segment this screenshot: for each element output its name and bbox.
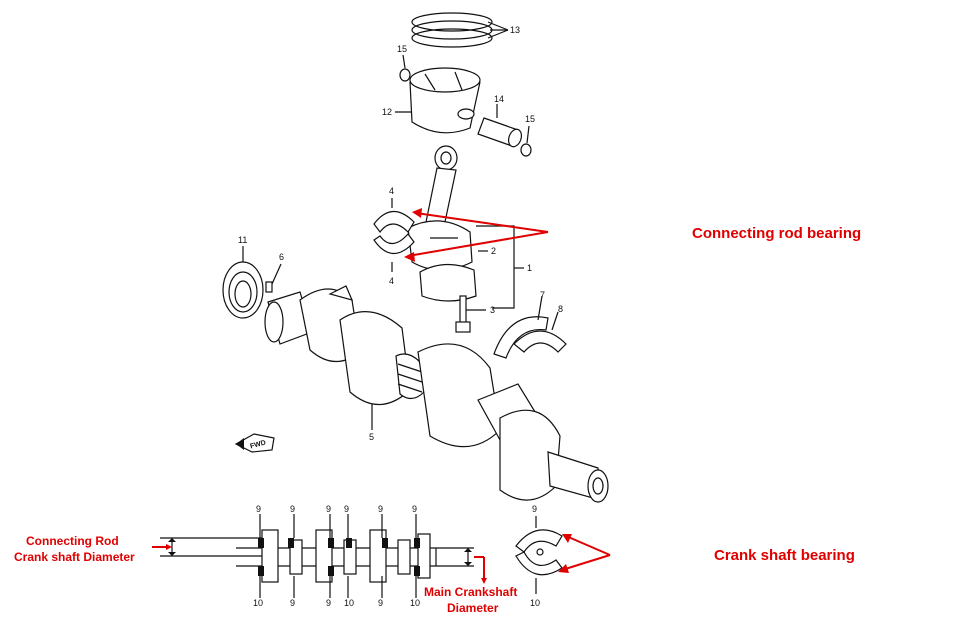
fwd-arrow-icon	[234, 433, 275, 453]
main-bearings-bottom	[258, 566, 420, 576]
circlip-left	[399, 68, 411, 82]
connecting-rod-bearing-label: Connecting rod bearing	[692, 225, 861, 242]
crank-shaft-bearing	[515, 529, 563, 576]
part-number-9-a: 9	[256, 504, 261, 514]
part-number-9-c: 9	[326, 504, 331, 514]
piston-pin	[477, 104, 523, 148]
crank-bearing-8	[513, 330, 567, 353]
part-number-4-bottom: 4	[389, 276, 394, 286]
part-number-9-bearing: 9	[532, 504, 537, 514]
main-bearings-top	[258, 538, 420, 548]
rod-diameter-label-line1: Connecting Rod	[26, 534, 119, 548]
connecting-rod	[407, 145, 477, 302]
part-number-14: 14	[494, 94, 504, 104]
part-number-9-i: 9	[378, 598, 383, 608]
part-number-5: 5	[369, 432, 374, 442]
crankshaft-profile	[236, 529, 437, 583]
part-number-10-bearing: 10	[530, 598, 540, 608]
part-number-9-e: 9	[378, 504, 383, 514]
part-number-10-c: 10	[410, 598, 420, 608]
part-number-11: 11	[238, 235, 247, 245]
fwd-label: FWD	[249, 440, 266, 451]
part-number-15-left: 15	[397, 44, 407, 54]
part-number-8: 8	[558, 304, 563, 314]
piston	[395, 67, 481, 134]
connecting-rod-bearing-arrows	[404, 208, 549, 262]
part-number-2: 2	[491, 246, 496, 256]
part-number-9-d: 9	[344, 504, 349, 514]
part-number-9-g: 9	[290, 598, 295, 608]
part-number-12: 12	[382, 107, 392, 117]
rod-diameter-label-line2: Crank shaft Diameter	[14, 550, 135, 564]
part-number-9-f: 9	[412, 504, 417, 514]
part-number-9-h: 9	[326, 598, 331, 608]
connecting-rod-bearing-upper	[373, 210, 415, 233]
part-number-7: 7	[540, 290, 545, 300]
part-number-4-top: 4	[389, 186, 394, 196]
oil-seal	[222, 261, 264, 319]
main-diameter-label-line2: Diameter	[447, 601, 499, 615]
part-number-10-b: 10	[344, 598, 354, 608]
crank-bearing-7	[493, 316, 549, 359]
connecting-rod-bearing-lower	[373, 233, 415, 255]
part-number-1: 1	[527, 263, 532, 273]
main-diameter-dimension	[436, 547, 487, 584]
crank-shaft-bearing-label: Crank shaft bearing	[714, 547, 855, 564]
crankshaft	[264, 285, 609, 503]
part-number-6: 6	[279, 252, 284, 262]
crank-shaft-bearing-arrows	[558, 534, 611, 573]
part-number-9-b: 9	[290, 504, 295, 514]
crank-key	[265, 281, 273, 293]
circlip-right	[520, 143, 532, 157]
piston-rings	[411, 12, 509, 48]
part-number-3: 3	[490, 305, 495, 315]
part-number-10-a: 10	[253, 598, 263, 608]
rod-bolt	[455, 295, 471, 333]
rod-diameter-dimension	[152, 537, 262, 557]
part-number-13: 13	[510, 25, 520, 35]
main-diameter-label-line1: Main Crankshaft	[424, 585, 517, 599]
part-number-15-right: 15	[525, 114, 535, 124]
